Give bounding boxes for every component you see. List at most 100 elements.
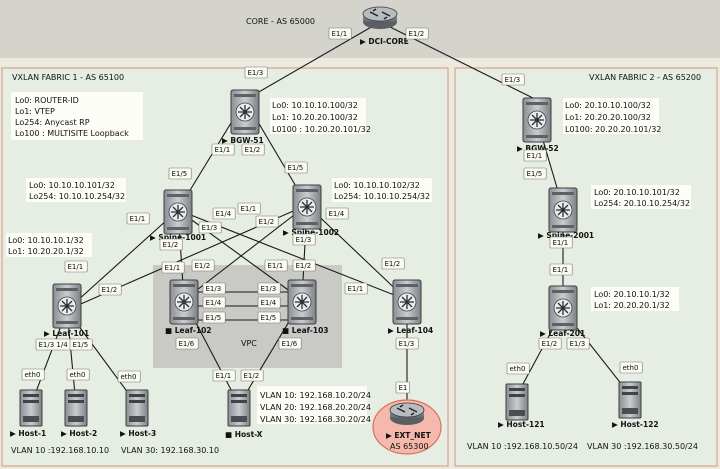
- interface-label-e1-2: E1/2: [405, 27, 429, 40]
- interface-label-e1-6: E1/6: [175, 337, 199, 350]
- svg-text:E1/2: E1/2: [296, 262, 312, 270]
- svg-text:E1/3 1/4: E1/3 1/4: [39, 341, 69, 349]
- hostx-vlan10: VLAN 10: 192.168.10.20/24: [260, 391, 371, 400]
- core-label: CORE - AS 65000: [246, 17, 315, 26]
- switch-icon-leaf-201[interactable]: [548, 285, 578, 331]
- svg-text:E1/3: E1/3: [505, 76, 521, 84]
- switch-icon-leaf-101[interactable]: [52, 283, 82, 329]
- interface-label-eth0: eth0: [117, 370, 141, 383]
- svg-text:E1/3: E1/3: [296, 236, 312, 244]
- spine1002-info-box: [332, 178, 432, 202]
- interface-label-eth0: eth0: [21, 368, 45, 381]
- interface-label-e1-1: E1/1: [328, 27, 352, 40]
- hostx-vlan20: VLAN 20: 192.168.20.20/24: [260, 403, 371, 412]
- interface-label-e1-3: E1/3: [395, 337, 419, 350]
- svg-text:E1/4: E1/4: [261, 299, 277, 307]
- interface-label-e1-2: E1/2: [381, 257, 405, 270]
- server-icon-host-121[interactable]: [505, 383, 529, 421]
- host2-label: ▶ Host-2: [61, 429, 97, 438]
- leaf101-info-box: [6, 233, 92, 257]
- spine1002-lo254: Lo254: 10.10.10.254/32: [334, 192, 430, 201]
- switch-icon-bgw-51[interactable]: [230, 89, 260, 135]
- switch-icon-bgw-52[interactable]: [522, 97, 552, 143]
- fabric1-label: VXLAN FABRIC 1 - AS 65100: [12, 73, 124, 82]
- svg-text:E1/3: E1/3: [570, 340, 586, 348]
- interface-label-e1-3: E1/3: [198, 221, 222, 234]
- vlan-bottom-mid: VLAN 30: 192.168.30.10: [121, 446, 219, 455]
- svg-text:E1/6: E1/6: [179, 340, 195, 348]
- svg-text:eth0: eth0: [70, 371, 86, 379]
- svg-text:E1/1: E1/1: [215, 146, 231, 154]
- server-icon-host-1[interactable]: [19, 389, 43, 427]
- interface-label-e1-3: E1/3: [202, 282, 226, 295]
- svg-text:E1/2: E1/2: [385, 260, 401, 268]
- legend-line-1: Lo0: ROUTER-ID: [15, 96, 79, 105]
- server-icon-host-2[interactable]: [64, 389, 88, 427]
- interface-label-e1-1: E1/1: [523, 149, 547, 162]
- bgw51-lo0: Lo0: 10.10.10.100/32: [272, 101, 358, 110]
- switch-icon-spine-2001[interactable]: [548, 187, 578, 233]
- interface-label-e1-5: E1/5: [202, 311, 226, 324]
- bgw51-info-box: [270, 98, 366, 134]
- bgw52-lo1: Lo1: 20.20.20.100/32: [565, 113, 651, 122]
- spine1002-label: ▶ Spine-1002: [283, 228, 339, 237]
- leaf201-lo1: Lo1: 20.20.20.1/32: [594, 301, 670, 310]
- interface-label-eth0: eth0: [506, 362, 530, 375]
- interface-label-e1-3: E1/3: [244, 66, 268, 79]
- bgw51-lo1: Lo1: 10.20.20.100/32: [272, 113, 358, 122]
- interface-label-e1-3: E1/3: [292, 233, 316, 246]
- interface-label-eth0: eth0: [66, 368, 90, 381]
- switch-icon-leaf-104[interactable]: [392, 279, 422, 325]
- svg-text:E1/5: E1/5: [206, 314, 222, 322]
- vlan-fabric2-right: VLAN 30 :192.168.30.50/24: [587, 442, 698, 451]
- spine1001-label: ▶ Spine-1001: [150, 233, 206, 242]
- svg-text:E1/5: E1/5: [288, 164, 304, 172]
- router-icon-ext-net[interactable]: [389, 402, 425, 426]
- switch-icon-leaf-103[interactable]: [287, 279, 317, 325]
- legend-line-3: Lo254: Anycast RP: [15, 118, 90, 127]
- svg-text:E1/4: E1/4: [206, 299, 222, 307]
- svg-text:E1/2: E1/2: [195, 262, 211, 270]
- router-icon-dci-core[interactable]: [362, 6, 398, 30]
- server-icon-host-3[interactable]: [125, 389, 149, 427]
- interface-label-e1-5: E1/5: [257, 311, 281, 324]
- vlan-fabric2-left: VLAN 10 :192.168.10.50/24: [467, 442, 578, 451]
- ext-net-as: AS 65300: [390, 442, 429, 451]
- svg-text:E1/1: E1/1: [553, 239, 569, 247]
- interface-label-e1-3-1-4: E1/3 1/4: [35, 338, 76, 351]
- legend-line-2: Lo1: VTEP: [15, 107, 55, 116]
- spine1002-lo0: Lo0: 10.10.10.102/32: [334, 181, 420, 190]
- hostx-vlan30: VLAN 30: 192.168.30.20/24: [260, 415, 371, 424]
- switch-icon-spine-1002[interactable]: [292, 184, 322, 230]
- svg-text:E1/3: E1/3: [399, 340, 415, 348]
- svg-text:eth0: eth0: [510, 365, 526, 373]
- spine1001-info-box: [26, 178, 126, 202]
- svg-text:E1/2: E1/2: [409, 30, 425, 38]
- interface-label-e1-2: E1/2: [255, 215, 279, 228]
- svg-text:E1/5: E1/5: [172, 170, 188, 178]
- interface-label-e1-5: E1/5: [523, 167, 547, 180]
- svg-text:E1/1: E1/1: [130, 215, 146, 223]
- svg-text:eth0: eth0: [121, 373, 137, 381]
- svg-text:eth0: eth0: [25, 371, 41, 379]
- svg-text:E1/6: E1/6: [282, 340, 298, 348]
- svg-text:E1/3: E1/3: [206, 285, 222, 293]
- spine2001-label: ▶ Spine-2001: [538, 231, 594, 240]
- leaf201-info-box: [591, 287, 679, 311]
- host3-label: ▶ Host-3: [120, 429, 156, 438]
- interface-label-e1-3: E1/3: [566, 337, 590, 350]
- svg-text:E1/1: E1/1: [241, 205, 257, 213]
- interface-label-e1-1: E1/1: [344, 282, 368, 295]
- interface-label-e1-2: E1/2: [240, 369, 264, 382]
- switch-icon-leaf-102[interactable]: [169, 279, 199, 325]
- server-icon-host-x[interactable]: [227, 389, 251, 427]
- switch-icon-spine-1001[interactable]: [163, 189, 193, 235]
- interface-label-e1-2: E1/2: [98, 283, 122, 296]
- svg-text:E1/2: E1/2: [245, 146, 261, 154]
- interface-label-e1-1: E1/1: [237, 202, 261, 215]
- bgw51-lo100: L0100 : 10.20.20.101/32: [272, 125, 371, 134]
- svg-text:E1/1: E1/1: [68, 263, 84, 271]
- server-icon-host-122[interactable]: [618, 381, 642, 419]
